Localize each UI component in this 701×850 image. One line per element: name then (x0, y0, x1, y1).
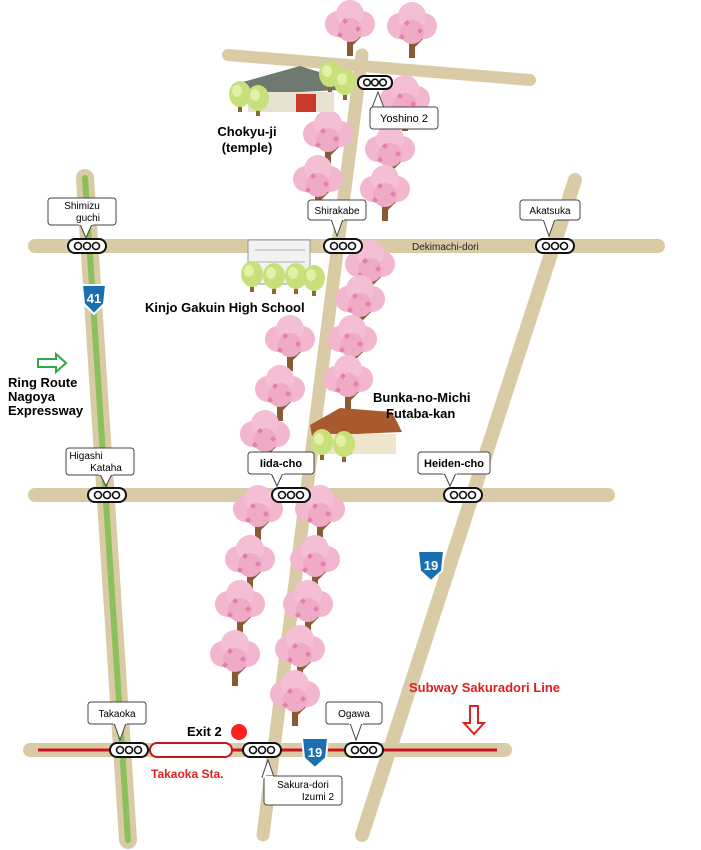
svg-text:Akatsuka: Akatsuka (529, 206, 571, 217)
svg-text:Sakura-dori: Sakura-dori (277, 780, 329, 791)
signal-shirakabe: Shirakabe (307, 199, 367, 254)
svg-text:41: 41 (87, 291, 101, 306)
signal-yoshino2: Yoshino 2 (357, 75, 439, 130)
svg-text:Ogawa: Ogawa (338, 709, 370, 720)
svg-text:guchi: guchi (76, 213, 100, 224)
svg-text:19: 19 (308, 745, 322, 760)
place-label-futaba-2: Futaba-kan (386, 406, 455, 421)
place-label-chokyuji-2: (temple) (222, 140, 273, 155)
svg-text:Higashi: Higashi (69, 451, 102, 462)
svg-text:Izumi 2: Izumi 2 (302, 792, 335, 803)
subway-line-label: Subway Sakuradori Line (409, 680, 560, 695)
signal-shimizuguchi: Shimizu guchi (47, 197, 117, 254)
svg-text:Shirakabe: Shirakabe (314, 206, 359, 217)
signal-akatsuka: Akatsuka (519, 199, 581, 254)
signal-sakura-dori-izumi2: Sakura-dori Izumi 2 (242, 742, 343, 806)
subway-arrow-icon (461, 705, 487, 736)
green-route-41-line (82, 175, 131, 843)
exit-2-label: Exit 2 (187, 724, 222, 739)
signal-heiden-cho: Heiden-cho (417, 451, 491, 503)
route-41-shield: 41 (80, 284, 108, 316)
road-top-diagonal (222, 49, 536, 86)
expressway-arrow-icon (37, 351, 68, 375)
signal-iida-cho: Iida-cho (247, 451, 315, 503)
svg-text:Iida-cho: Iida-cho (260, 458, 302, 470)
svg-text:Kataha: Kataha (90, 463, 122, 474)
kinjo-school-illustration (241, 239, 325, 296)
road-label-dekimachi: Dekimachi-dori (412, 242, 479, 253)
place-label-kinjo: Kinjo Gakuin High School (145, 300, 305, 315)
svg-text:Takaoka: Takaoka (98, 709, 136, 720)
signal-higashi-kataha: Higashi Kataha (65, 447, 135, 503)
road-route-19 (355, 173, 582, 842)
futaba-kan-illustration (310, 408, 402, 462)
expressway-label-3: Expressway (8, 403, 84, 418)
place-label-futaba-1: Bunka-no-Michi (373, 390, 471, 405)
expressway-label-2: Nagoya (8, 389, 56, 404)
takaoka-station-platform (149, 742, 233, 758)
route-19-shield-lower: 19 (300, 737, 330, 770)
svg-text:Heiden-cho: Heiden-cho (424, 458, 484, 470)
svg-text:19: 19 (424, 558, 438, 573)
station-label-takaoka: Takaoka Sta. (151, 767, 223, 781)
exit-2-marker-icon (231, 724, 247, 740)
place-label-chokyuji-1: Chokyu-ji (217, 124, 276, 139)
svg-text:Yoshino 2: Yoshino 2 (380, 113, 428, 125)
signal-takaoka: Takaoka (87, 701, 149, 758)
signal-ogawa: Ogawa (325, 701, 384, 758)
expressway-label-1: Ring Route (8, 375, 77, 390)
route-19-shield-upper: 19 (416, 550, 446, 583)
chokyuji-temple-illustration (229, 61, 356, 116)
svg-text:Shimizu: Shimizu (64, 201, 100, 212)
